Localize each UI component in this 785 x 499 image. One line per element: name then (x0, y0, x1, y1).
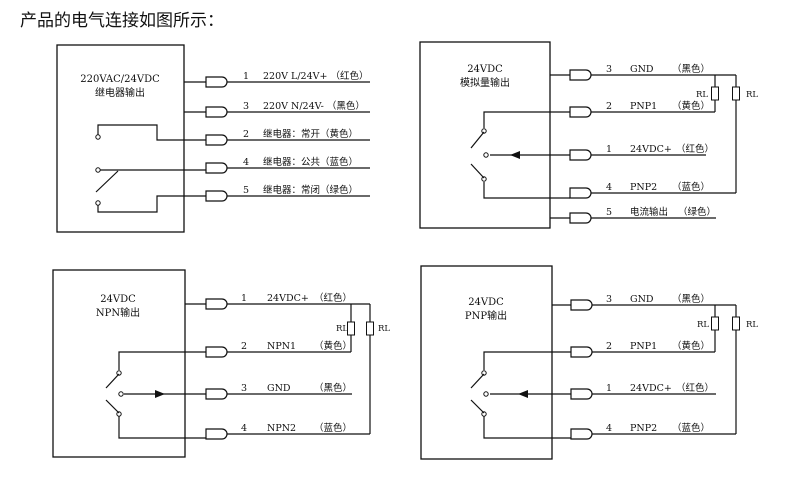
load-resistors: RL RL (696, 75, 758, 193)
pnp-pin-color: （红色） (676, 382, 714, 394)
relay-pin-label: 继电器：常闭（绿色） (263, 184, 358, 196)
npn-pin-name: 24VDC+ (267, 293, 309, 304)
relay-module-box (56, 44, 185, 233)
analog-module-box (419, 41, 551, 229)
analog-title-line1: 24VDC (467, 64, 503, 75)
analog-pin-name: 电流输出 (630, 206, 668, 218)
analog-pin-name: GND (630, 64, 654, 75)
relay-pin-row: 1 220V L/24V+ （红色） (184, 70, 370, 88)
pnp-pin-color: （蓝色） (672, 422, 710, 434)
relay-pin-number: 1 (243, 71, 249, 82)
pnp-pin-name: PNP2 (630, 423, 657, 434)
analog-pin-number: 4 (606, 182, 612, 193)
analog-pin-number: 3 (606, 64, 612, 75)
pnp-pin-number: 2 (606, 341, 612, 352)
relay-pin-label: 220V L/24V+ （红色） (263, 70, 368, 82)
relay-pin-number: 5 (243, 185, 249, 196)
load-resistors: RL RL (697, 305, 758, 434)
rl-label: RL (336, 324, 348, 334)
npn-pin-name: NPN1 (267, 341, 296, 352)
npn-switch-symbol (105, 351, 206, 439)
relay-pin-row: 5 继电器：常闭（绿色） (205, 184, 370, 202)
npn-pin-name: GND (267, 383, 291, 394)
analog-pin-number: 2 (606, 101, 612, 112)
pnp-module-box (420, 265, 553, 460)
pnp-pin-color: （黄色） (672, 340, 710, 352)
relay-pin-row: 3 220V N/24V- （黑色） (184, 100, 370, 118)
rl-label: RL (378, 324, 390, 334)
analog-pin-color: （黑色） (672, 63, 710, 75)
relay-pin-number: 3 (243, 101, 249, 112)
npn-pin-color: （黑色） (314, 382, 352, 394)
analog-pin-name: PNP1 (630, 101, 657, 112)
npn-pin-number: 3 (241, 383, 247, 394)
rl-label: RL (746, 320, 758, 330)
npn-pin-name: NPN2 (267, 423, 296, 434)
analog-block: 24VDC 模拟量输出 3 GND （黑色） 2 PNP1 （黄色） 1 24V… (419, 41, 758, 229)
analog-switch-symbol (470, 111, 570, 199)
pnp-pin-number: 3 (606, 294, 612, 305)
relay-pin-row: 2 继电器：常开（黄色） (205, 128, 370, 146)
relay-switch-symbol (95, 124, 206, 213)
npn-pin-color: （红色） (314, 292, 352, 304)
npn-pin-number: 4 (241, 423, 247, 434)
relay-block: 220VAC/24VDC 继电器输出 1 220V L/24V+ （红色） 3 … (56, 44, 370, 233)
pnp-pin-name: 24VDC+ (630, 383, 672, 394)
relay-title-line1: 220VAC/24VDC (80, 74, 160, 85)
analog-pin-name: 24VDC+ (630, 144, 672, 155)
analog-pin-color: （蓝色） (672, 181, 710, 193)
pnp-switch-symbol (470, 351, 571, 439)
pnp-pin-number: 4 (606, 423, 612, 434)
rl-label: RL (746, 90, 758, 100)
relay-pin-row: 4 继电器：公共（蓝色） (205, 156, 370, 174)
relay-pin-label: 220V N/24V- （黑色） (263, 100, 365, 112)
pnp-title-line1: 24VDC (468, 297, 504, 308)
npn-pin-color: （蓝色） (314, 422, 352, 434)
npn-pin-number: 1 (241, 293, 247, 304)
rl-label: RL (697, 320, 709, 330)
pnp-pin-name: GND (630, 294, 654, 305)
pnp-pin-name: PNP1 (630, 341, 657, 352)
npn-title-line1: 24VDC (100, 294, 136, 305)
analog-pin-name: PNP2 (630, 182, 657, 193)
pnp-title-line2: PNP输出 (465, 309, 507, 322)
relay-pin-number: 2 (243, 129, 249, 140)
analog-pin-number: 1 (606, 144, 612, 155)
load-resistors: RL RL (336, 304, 390, 434)
relay-title-line2: 继电器输出 (95, 86, 145, 99)
npn-pin-color: （黄色） (314, 340, 352, 352)
pnp-pin-number: 1 (606, 383, 612, 394)
relay-pin-label: 继电器：公共（蓝色） (263, 156, 358, 168)
pnp-block: 24VDC PNP输出 3 GND （黑色） 2 PNP1 （黄色） 1 24V… (420, 265, 758, 460)
pnp-pin-color: （黑色） (672, 293, 710, 305)
relay-pin-label: 继电器：常开（黄色） (263, 128, 358, 140)
analog-title-line2: 模拟量输出 (460, 76, 510, 89)
analog-pin-color: （绿色） (678, 206, 716, 218)
analog-pin-color: （红色） (676, 143, 714, 155)
npn-pin-number: 2 (241, 341, 247, 352)
analog-pin-number: 5 (606, 207, 612, 218)
relay-pin-number: 4 (243, 157, 249, 168)
page-heading: 产品的电气连接如图所示： (20, 11, 224, 31)
analog-pin-color: （黄色） (672, 100, 710, 112)
npn-title-line2: NPN输出 (96, 306, 140, 319)
npn-block: 24VDC NPN输出 1 24VDC+ （红色） 2 NPN1 （黄色） 3 … (52, 269, 390, 458)
rl-label: RL (696, 90, 708, 100)
